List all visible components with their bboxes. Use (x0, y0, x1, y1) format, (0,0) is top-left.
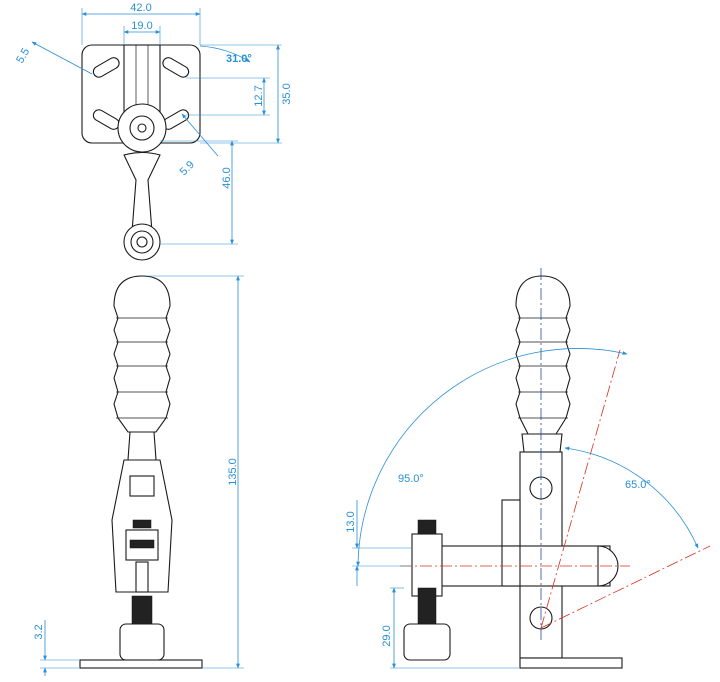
side-view-dimensions: 95.0° 65.0° 13.0 29.0 (345, 348, 699, 669)
dim-overall-height: 135.0 (227, 458, 239, 486)
spindle-foot (119, 623, 165, 661)
top-view (81, 44, 201, 261)
dim-spindle-offset: 13.0 (345, 511, 357, 532)
side-spindle-block (411, 533, 443, 597)
dim-slot-width: 5.5 (14, 46, 32, 65)
dim-open-angle: 95.0° (398, 473, 424, 485)
side-view (400, 268, 711, 669)
dim-handle-angle: 65.0° (625, 479, 651, 491)
dim-base-height: 35.0 (281, 83, 293, 104)
dim-top-width-inner: 19.0 (131, 20, 152, 32)
front-view-dimensions: 135.0 3.2 (33, 275, 244, 676)
top-view-dimensions: 42.0 19.0 5.5 35.0 12.7 31.0° 5.9 46.0 (14, 2, 293, 245)
dim-spindle-height: 29.0 (381, 625, 393, 646)
dim-hole-spacing: 12.7 (253, 85, 265, 106)
dim-base-thickness: 3.2 (33, 624, 45, 639)
dim-angle-top: 31.0° (226, 53, 252, 65)
side-base (519, 657, 623, 669)
spindle (131, 595, 153, 625)
base-plate-front (79, 659, 203, 669)
front-view (79, 275, 203, 669)
dim-slot-width-lower: 5.9 (178, 159, 197, 178)
handle-grip (113, 275, 171, 433)
dim-arm-length: 46.0 (221, 167, 233, 188)
dim-top-width-overall: 42.0 (130, 2, 151, 14)
